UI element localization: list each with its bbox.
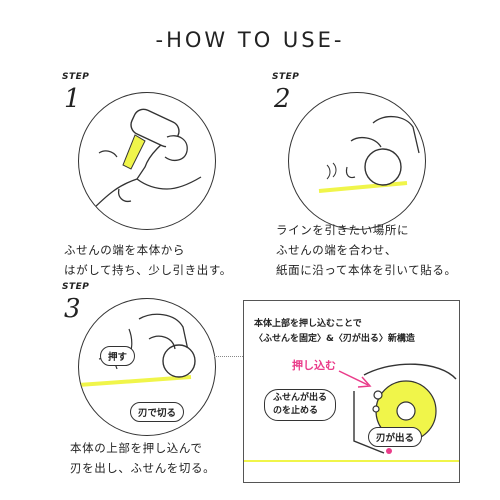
press-callout: 押す (100, 346, 136, 366)
step-2-line-2: ふせんの端を合わせ、 (276, 243, 397, 257)
step-1-illustration (78, 92, 216, 230)
connector-line (214, 356, 243, 357)
press-in-label: 押し込む (292, 359, 336, 372)
step-3-text: 本体の上部を押し込んで 刃を出し、ふせんを切る。 (70, 438, 215, 478)
step-2-hand-drawing (318, 116, 420, 193)
cut-callout: 刃で切る (130, 402, 185, 422)
step-1-line-1: ふせんの端を本体から (64, 243, 185, 257)
step-3-label: STEP (62, 282, 90, 292)
stop-callout-line-1: ふせんが出る (273, 393, 328, 403)
detail-heading-line-2: 〈ふせんを固定〉&〈刃が出る〉新構造 (254, 334, 415, 344)
step-1-line-2: はがして持ち、少し引き出す。 (64, 263, 232, 277)
step-2-line-3: 紙面に沿って本体を引いて貼る。 (276, 263, 457, 277)
step-1-text: ふせんの端を本体から はがして持ち、少し引き出す。 (64, 240, 232, 280)
stop-callout: ふせんが出る のを止める (264, 389, 337, 421)
mechanism-diagram (244, 363, 459, 462)
step-3-number: 3 (64, 294, 81, 324)
step-2-label: STEP (272, 72, 300, 82)
step-1-number: 1 (64, 84, 81, 114)
detail-box: 本体上部を押し込むことで 〈ふせんを固定〉&〈刃が出る〉新構造 押し込む ふせん… (243, 300, 460, 483)
step-2-illustration (288, 92, 426, 230)
stop-callout-line-2: のを止める (273, 406, 319, 416)
step-1-hand-drawing (88, 108, 202, 214)
step-3-line-2: 刃を出し、ふせんを切る。 (70, 461, 216, 475)
detail-heading-line-1: 本体上部を押し込むことで (254, 319, 362, 329)
detail-heading: 本体上部を押し込むことで 〈ふせんを固定〉&〈刃が出る〉新構造 (254, 317, 415, 347)
step-2-text: ラインを引きたい場所に ふせんの端を合わせ、 紙面に沿って本体を引いて貼る。 (276, 220, 457, 280)
step-1-label: STEP (62, 72, 90, 82)
step-2-number: 2 (274, 84, 291, 114)
step-3-line-1: 本体の上部を押し込んで (70, 441, 203, 455)
blade-callout: 刃が出る (368, 427, 423, 447)
step-2-line-1: ラインを引きたい場所に (276, 223, 410, 237)
page-title: -HOW TO USE- (155, 28, 345, 52)
